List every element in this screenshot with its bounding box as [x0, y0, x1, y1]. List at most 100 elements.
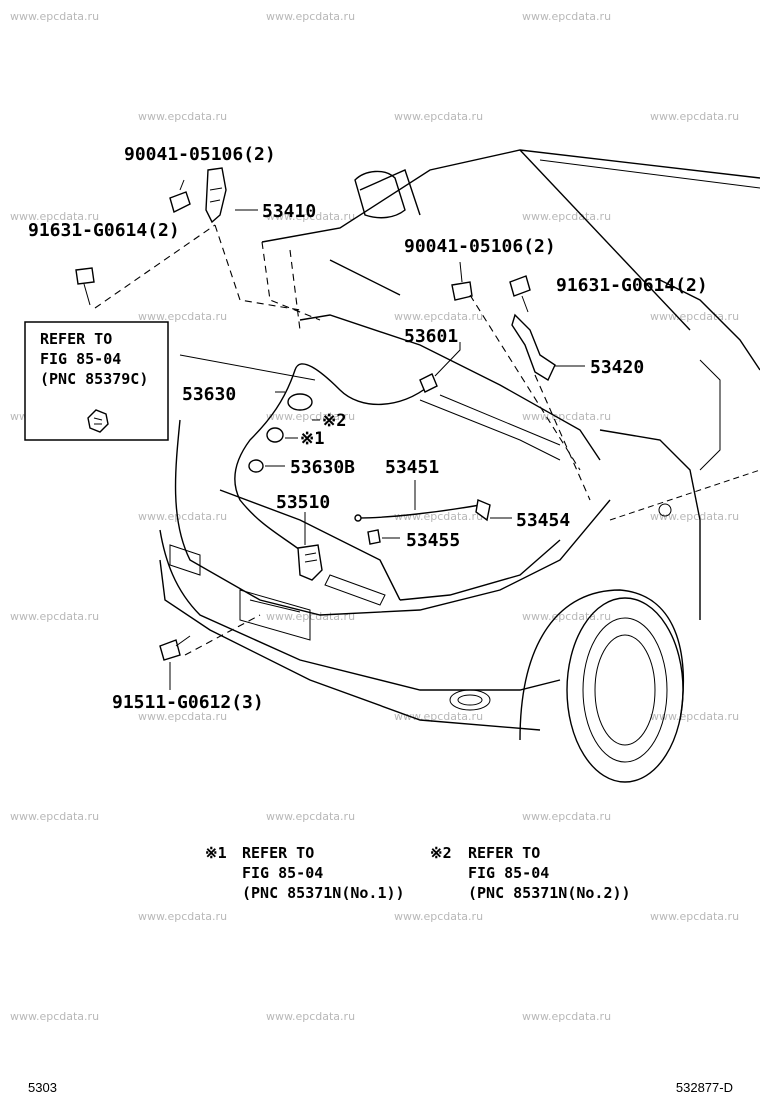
part-label: 53454 — [516, 510, 570, 531]
watermark: www.epcdata.ru — [394, 510, 483, 523]
bumper-bottom — [159, 559, 541, 731]
part-label: 91511-G0612(3) — [112, 692, 264, 713]
watermark: www.epcdata.ru — [650, 310, 739, 323]
rod-end — [354, 514, 362, 522]
footnote-line: (PNC 85371N(No.2)) — [468, 884, 631, 902]
watermark: www.epcdata.ru — [138, 110, 227, 123]
part-label: 90041-05106(2) — [124, 144, 276, 165]
door-window — [699, 359, 721, 471]
watermark: www.epcdata.ru — [266, 810, 355, 823]
bolt-icon — [75, 267, 95, 306]
hood-release-cable — [234, 363, 431, 551]
assembly-dash-line — [214, 224, 301, 311]
assembly-dash-line — [289, 249, 301, 331]
watermark: www.epcdata.ru — [650, 710, 739, 723]
license-plate — [239, 589, 311, 641]
grommet-part — [367, 529, 381, 545]
part-label: 91631-G0614(2) — [28, 220, 180, 241]
mirror-housing — [354, 170, 406, 219]
watermark: www.epcdata.ru — [650, 110, 739, 123]
leader-53601 — [434, 342, 461, 377]
hood-hinge-right — [511, 313, 556, 382]
watermark: www.epcdata.ru — [522, 810, 611, 823]
part-label: 53455 — [406, 530, 460, 551]
figure-code: 532877-D — [676, 1080, 733, 1095]
watermark: www.epcdata.ru — [10, 210, 99, 223]
watermark: www.epcdata.ru — [138, 910, 227, 923]
headlight-right — [399, 539, 561, 601]
side-marker — [658, 503, 672, 517]
watermark: www.epcdata.ru — [266, 1010, 355, 1023]
wheel-arch — [519, 589, 685, 741]
refer-box-line: (PNC 85379C) — [40, 370, 148, 388]
assembly-dash-line — [469, 294, 581, 471]
watermark: www.epcdata.ru — [522, 210, 611, 223]
watermark: www.epcdata.ru — [266, 210, 355, 223]
watermark: www.epcdata.ru — [10, 1010, 99, 1023]
watermark: www.epcdata.ru — [10, 610, 99, 623]
watermark: www.epcdata.ru — [394, 910, 483, 923]
front-fascia — [174, 419, 611, 616]
part-label: 53451 — [385, 457, 439, 478]
watermark: www.epcdata.ru — [138, 310, 227, 323]
grille — [324, 574, 386, 606]
clamp-part — [266, 427, 284, 443]
watermark: www.epcdata.ru — [266, 410, 355, 423]
footnote-line: FIG 85-04 — [468, 864, 549, 882]
assembly-dash-line — [534, 374, 591, 501]
hood-inner-line — [539, 159, 760, 189]
watermark: www.epcdata.ru — [522, 610, 611, 623]
page-code: 5303 — [28, 1080, 57, 1095]
watermark: www.epcdata.ru — [522, 10, 611, 23]
hood-lock-detail — [304, 552, 318, 563]
footnote-mark: ※1 — [205, 844, 227, 862]
hood-outline — [261, 149, 760, 243]
rim-inner — [594, 634, 656, 746]
cable-leader-line — [179, 354, 316, 381]
footnote-line: FIG 85-04 — [242, 864, 323, 882]
car-body-drawing — [159, 149, 760, 783]
roof-line — [659, 279, 760, 371]
watermark: www.epcdata.ru — [266, 610, 355, 623]
footnote-mark: ※2 — [430, 844, 452, 862]
part-label: 53510 — [276, 492, 330, 513]
watermark: www.epcdata.ru — [650, 910, 739, 923]
part-label: 53630 — [182, 384, 236, 405]
fog-light-inner — [457, 694, 483, 706]
cowl-line — [299, 314, 601, 461]
watermark: www.epcdata.ru — [138, 510, 227, 523]
tire — [566, 597, 684, 783]
headlight-left — [219, 489, 401, 601]
clamp-part — [287, 393, 313, 411]
refer-box: REFER TO FIG 85-04 (PNC 85379C) — [24, 321, 169, 441]
hood-mechanism — [75, 167, 591, 661]
watermark: www.epcdata.ru — [394, 710, 483, 723]
wiper-line — [419, 399, 561, 461]
cable-clip-part — [419, 373, 438, 393]
part-label: 91631-G0614(2) — [556, 275, 708, 296]
fog-light — [449, 689, 491, 711]
part-label: 53420 — [590, 357, 644, 378]
part-labels: 90041-05106(2) 53410 91631-G0614(2) 9004… — [28, 144, 708, 713]
nut-icon — [87, 409, 109, 433]
watermark-layer: www.epcdata.ru www.epcdata.ru www.epcdat… — [10, 10, 739, 1023]
part-label: 53630B — [290, 457, 355, 478]
bumper-vent — [169, 544, 201, 576]
part-label: 53410 — [262, 201, 316, 222]
hood-side-edge — [519, 149, 691, 331]
assembly-dash-line — [94, 224, 216, 309]
refer-box-line: FIG 85-04 — [40, 350, 121, 368]
note-mark: ※2 — [322, 411, 346, 431]
watermark: www.epcdata.ru — [394, 310, 483, 323]
a-pillar — [329, 259, 401, 296]
clamp-part — [248, 459, 264, 473]
fender-line — [599, 429, 701, 620]
watermark: www.epcdata.ru — [394, 110, 483, 123]
hood-lock-part — [297, 544, 323, 581]
watermark: www.epcdata.ru — [10, 10, 99, 23]
hood-hinge-left-detail — [209, 187, 223, 203]
leader-lines — [169, 209, 585, 690]
watermark: www.epcdata.ru — [10, 810, 99, 823]
